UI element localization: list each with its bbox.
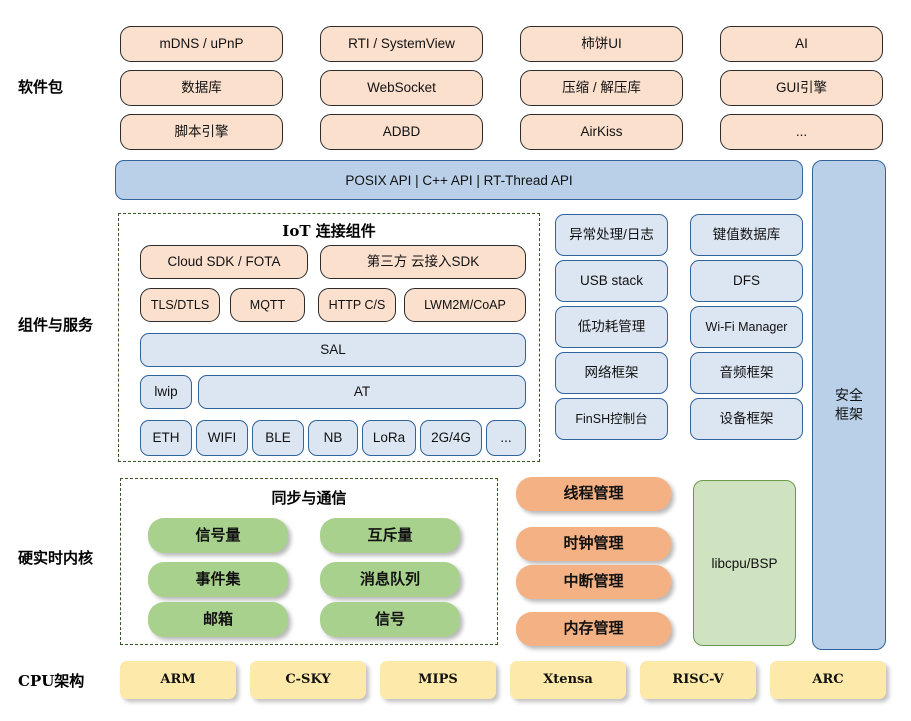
kernel-sync-box[interactable]: 消息队列 xyxy=(320,562,460,597)
service-box[interactable]: USB stack xyxy=(555,260,668,302)
kernel-mgmt-box[interactable]: 中断管理 xyxy=(516,565,671,599)
api-bar: POSIX API | C++ API | RT-Thread API xyxy=(115,160,803,200)
package-box[interactable]: GUI引擎 xyxy=(720,70,883,106)
kernel-sync-box[interactable]: 信号 xyxy=(320,602,460,637)
iot-box[interactable]: 第三方 云接入SDK xyxy=(320,245,526,279)
package-box[interactable]: 数据库 xyxy=(120,70,283,106)
service-box[interactable]: 键值数据库 xyxy=(690,214,803,256)
kernel-sync-frame xyxy=(120,478,498,645)
kernel-sync-box[interactable]: 事件集 xyxy=(148,562,288,597)
iot-box[interactable]: HTTP C/S xyxy=(318,288,396,322)
link-box[interactable]: LoRa xyxy=(362,420,416,456)
security-framework-column: 安全 框架 xyxy=(812,160,886,650)
service-box[interactable]: DFS xyxy=(690,260,803,302)
iot-box[interactable]: LWM2M/CoAP xyxy=(404,288,526,322)
lwip-box[interactable]: lwip xyxy=(140,375,192,409)
service-box[interactable]: 低功耗管理 xyxy=(555,306,668,348)
cpu-arch-box[interactable]: MIPS xyxy=(380,661,496,699)
iot-box[interactable]: MQTT xyxy=(230,288,305,322)
service-box[interactable]: 音频框架 xyxy=(690,352,803,394)
row-label-components-services: 组件与服务 xyxy=(18,316,94,334)
kernel-sync-box[interactable]: 信号量 xyxy=(148,518,288,553)
link-box[interactable]: 2G/4G xyxy=(420,420,482,456)
at-box[interactable]: AT xyxy=(198,375,526,409)
iot-box[interactable]: Cloud SDK / FOTA xyxy=(140,245,308,279)
link-box[interactable]: WIFI xyxy=(196,420,248,456)
package-box[interactable]: AirKiss xyxy=(520,114,683,150)
iot-group-title: IoT 连接组件 xyxy=(282,222,376,240)
libcpu-bsp-box[interactable]: libcpu/BSP xyxy=(693,480,796,646)
kernel-mgmt-box[interactable]: 内存管理 xyxy=(516,612,671,646)
iot-box[interactable]: TLS/DTLS xyxy=(140,288,220,322)
kernel-sync-box[interactable]: 互斥量 xyxy=(320,518,460,553)
cpu-arch-box[interactable]: ARM xyxy=(120,661,236,699)
row-label-software-packages: 软件包 xyxy=(18,78,64,96)
package-box[interactable]: RTI / SystemView xyxy=(320,26,483,62)
kernel-sync-box[interactable]: 邮箱 xyxy=(148,602,288,637)
row-label-cpu-architecture: CPU架构 xyxy=(18,672,85,690)
package-box[interactable]: 脚本引擎 xyxy=(120,114,283,150)
link-box[interactable]: BLE xyxy=(252,420,304,456)
sal-box[interactable]: SAL xyxy=(140,333,526,367)
package-box[interactable]: 压缩 / 解压库 xyxy=(520,70,683,106)
service-box[interactable]: 网络框架 xyxy=(555,352,668,394)
package-box[interactable]: 柿饼UI xyxy=(520,26,683,62)
link-box[interactable]: ... xyxy=(486,420,526,456)
service-box[interactable]: 异常处理/日志 xyxy=(555,214,668,256)
link-box[interactable]: ETH xyxy=(140,420,192,456)
package-box[interactable]: mDNS / uPnP xyxy=(120,26,283,62)
package-box[interactable]: AI xyxy=(720,26,883,62)
service-box[interactable]: 设备框架 xyxy=(690,398,803,440)
cpu-arch-box[interactable]: RISC-V xyxy=(640,661,756,699)
kernel-mgmt-box[interactable]: 线程管理 xyxy=(516,477,671,511)
cpu-arch-box[interactable]: C-SKY xyxy=(250,661,366,699)
service-box[interactable]: FinSH控制台 xyxy=(555,398,668,440)
kernel-mgmt-box[interactable]: 时钟管理 xyxy=(516,527,671,561)
iot-group-frame xyxy=(118,213,540,462)
kernel-sync-title: 同步与通信 xyxy=(271,489,347,507)
package-box[interactable]: WebSocket xyxy=(320,70,483,106)
row-label-hard-realtime-kernel: 硬实时内核 xyxy=(18,549,94,567)
service-box[interactable]: Wi-Fi Manager xyxy=(690,306,803,348)
package-box[interactable]: ... xyxy=(720,114,883,150)
cpu-arch-box[interactable]: Xtensa xyxy=(510,661,626,699)
cpu-arch-box[interactable]: ARC xyxy=(770,661,886,699)
package-box[interactable]: ADBD xyxy=(320,114,483,150)
link-box[interactable]: NB xyxy=(308,420,358,456)
